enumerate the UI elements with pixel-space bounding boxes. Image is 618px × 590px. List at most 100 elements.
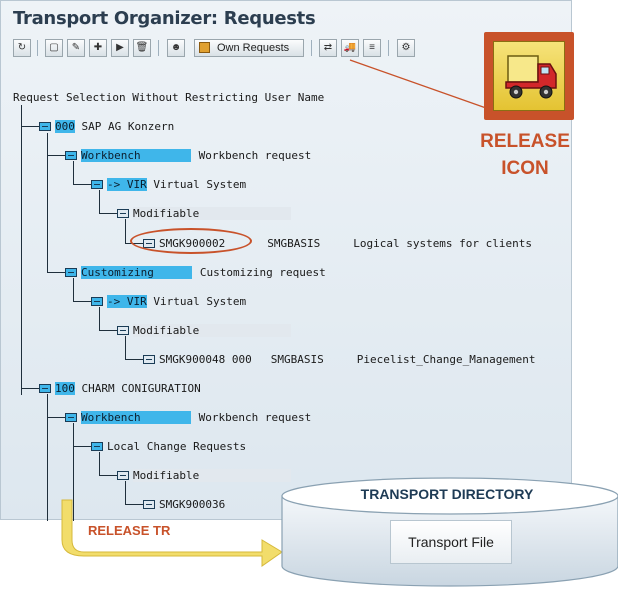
tree-line xyxy=(73,278,74,301)
tree-line xyxy=(125,336,126,359)
change-icon[interactable]: ✎ xyxy=(67,39,85,57)
node-desc: Customizing request xyxy=(199,266,326,279)
toolbar: ↻ ▢ ✎ ✚ ▶ 🗑 ☻ Own Requests ⇄ 🚚 ≡ ⚙ xyxy=(1,35,573,63)
release-arrow xyxy=(61,499,283,567)
caption-line: RELEASE xyxy=(480,131,570,152)
toolbar-separator xyxy=(158,40,159,56)
tree-line xyxy=(21,388,39,389)
refresh-icon[interactable]: ↻ xyxy=(13,39,31,57)
node-desc: Virtual System xyxy=(153,178,247,191)
tree-node-customizing[interactable]: Customizing Customizing request xyxy=(65,266,326,279)
tree-node-client-000[interactable]: 000 SAP AG Konzern xyxy=(39,120,174,133)
tree-line xyxy=(99,307,100,330)
folder-open-icon[interactable] xyxy=(65,413,77,422)
tree-line xyxy=(73,446,91,447)
user-icon[interactable]: ☻ xyxy=(167,39,185,57)
tree-line xyxy=(47,133,48,273)
folder-icon[interactable] xyxy=(117,326,129,335)
node-label: Modifiable xyxy=(133,469,292,482)
transport-file: Transport File xyxy=(390,520,512,564)
tree-line xyxy=(125,359,143,360)
transport-list-icon[interactable]: ⇄ xyxy=(319,39,337,57)
tree-line xyxy=(125,481,126,504)
tree-node-modifiable[interactable]: Modifiable xyxy=(117,469,292,482)
client-label: CHARM CONIGURATION xyxy=(81,382,201,395)
request-tree: Request Selection Without Restricting Us… xyxy=(1,63,573,521)
own-requests-icon xyxy=(199,42,210,53)
tree-node-workbench[interactable]: Workbench Workbench request xyxy=(65,149,311,162)
toolbar-separator xyxy=(37,40,38,56)
settings-icon[interactable]: ⚙ xyxy=(397,39,415,57)
folder-icon[interactable] xyxy=(117,209,129,218)
request-owner: SMGBASIS xyxy=(270,353,324,366)
node-desc: Workbench request xyxy=(198,411,312,424)
request-icon[interactable] xyxy=(143,355,155,364)
transport-log-icon[interactable]: ≡ xyxy=(363,39,381,57)
tree-node-client-100[interactable]: 100 CHARM CONIGURATION xyxy=(39,382,201,395)
node-label: -> VIR xyxy=(107,178,147,191)
release-truck-icon xyxy=(493,41,565,111)
request-id: SMGK900036 xyxy=(159,498,226,511)
tree-node-target-vir[interactable]: -> VIR Virtual System xyxy=(91,178,246,191)
tree-node-target-vir[interactable]: -> VIR Virtual System xyxy=(91,295,246,308)
own-requests-label: Own Requests xyxy=(217,42,290,54)
node-desc: Virtual System xyxy=(153,295,247,308)
tree-line xyxy=(125,504,143,505)
tree-line xyxy=(99,213,117,214)
node-label: Workbench xyxy=(81,149,191,162)
tree-line xyxy=(99,190,100,213)
tree-node-modifiable[interactable]: Modifiable xyxy=(117,207,292,220)
client-code: 000 xyxy=(55,120,75,133)
folder-open-icon[interactable] xyxy=(65,151,77,160)
transport-directory-label: TRANSPORT DIRECTORY xyxy=(360,486,534,502)
tree-line xyxy=(99,475,117,476)
folder-open-icon[interactable] xyxy=(39,122,51,131)
tree-node-modifiable[interactable]: Modifiable xyxy=(117,324,292,337)
highlight-oval xyxy=(130,228,252,254)
tree-line xyxy=(47,417,65,418)
window-title: Transport Organizer: Requests xyxy=(13,8,316,29)
display-icon[interactable]: ▢ xyxy=(45,39,63,57)
tree-line xyxy=(47,272,65,273)
folder-open-icon[interactable] xyxy=(91,297,103,306)
tree-line xyxy=(73,423,74,521)
tree-line xyxy=(47,394,48,521)
node-label: Modifiable xyxy=(133,324,292,337)
folder-open-icon[interactable] xyxy=(39,384,51,393)
release-icon-caption: RELEASE ICON xyxy=(470,128,580,182)
tree-line xyxy=(73,184,91,185)
client-code: 100 xyxy=(55,382,75,395)
create-icon[interactable]: ✚ xyxy=(89,39,107,57)
node-desc: Workbench request xyxy=(198,149,312,162)
tree-node-local-requests[interactable]: Local Change Requests xyxy=(91,440,246,453)
tree-line xyxy=(73,161,74,184)
tree-line xyxy=(99,452,100,475)
tree-line xyxy=(99,330,117,331)
node-label: Local Change Requests xyxy=(107,440,247,453)
tree-line xyxy=(21,105,22,395)
request-desc: Logical systems for clients xyxy=(353,237,533,250)
folder-open-icon[interactable] xyxy=(91,180,103,189)
toolbar-separator xyxy=(388,40,389,56)
request-desc: Piecelist_Change_Management xyxy=(356,353,536,366)
node-label: Customizing xyxy=(81,266,192,279)
client-label: SAP AG Konzern xyxy=(81,120,175,133)
caption-line: ICON xyxy=(501,158,549,179)
release-icon-callout xyxy=(484,32,574,120)
node-label: -> VIR xyxy=(107,295,147,308)
delete-icon[interactable]: 🗑 xyxy=(133,39,151,57)
tree-line xyxy=(21,126,39,127)
request-icon[interactable] xyxy=(143,500,155,509)
tree-node-request[interactable]: SMGK900036 xyxy=(143,498,225,511)
check-object-icon[interactable]: ▶ xyxy=(111,39,129,57)
node-label: Modifiable xyxy=(133,207,292,220)
release-truck-icon[interactable]: 🚚 xyxy=(341,39,359,57)
tree-line xyxy=(125,219,126,243)
toolbar-separator xyxy=(311,40,312,56)
folder-icon[interactable] xyxy=(117,471,129,480)
own-requests-button[interactable]: Own Requests xyxy=(194,39,304,57)
folder-open-icon[interactable] xyxy=(65,268,77,277)
folder-open-icon[interactable] xyxy=(91,442,103,451)
